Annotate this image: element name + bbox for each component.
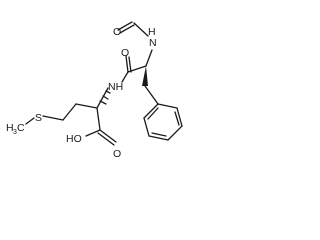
ring-inner-1 bbox=[174, 111, 180, 126]
bond-cg-s-met bbox=[42, 115, 64, 121]
bond-c-o-acid-double bbox=[97, 132, 115, 146]
bond-ca-cooh bbox=[96, 107, 101, 131]
ring-bond-4 bbox=[148, 135, 169, 141]
bond-n-ca-phe bbox=[145, 49, 153, 67]
ring-bond-5 bbox=[143, 117, 150, 137]
bond-c-nh bbox=[121, 71, 129, 83]
bond-c-oh bbox=[85, 129, 101, 137]
atom-s: S bbox=[35, 112, 42, 124]
atom-h-formyl: H bbox=[148, 26, 156, 38]
formyl-nh: N H bbox=[148, 26, 157, 49]
ring-bond-2 bbox=[176, 107, 183, 127]
phenyl-ring bbox=[143, 103, 183, 141]
wedge-ca-cb-phe bbox=[142, 66, 148, 86]
bond-formyl-c-o-double bbox=[119, 24, 135, 34]
atom-h3c-c: C bbox=[17, 122, 25, 134]
ring-inner-2 bbox=[151, 132, 167, 137]
bond-formyl-c-o bbox=[117, 21, 133, 31]
atom-nh-amide: NH bbox=[108, 81, 123, 93]
atom-o-amide: O bbox=[121, 47, 129, 59]
hash-wedge bbox=[99, 90, 111, 105]
ring-bond-6 bbox=[143, 103, 159, 119]
structure-svg: O N H O NH bbox=[6, 21, 183, 160]
bond-s-ch3 bbox=[25, 117, 35, 125]
atom-o-formyl: O bbox=[113, 26, 121, 38]
molecule-diagram: O N H O NH bbox=[0, 0, 201, 184]
atom-h3c-sub: 3 bbox=[13, 129, 17, 136]
ring-bond-3 bbox=[167, 125, 183, 141]
atom-h3c-h: H bbox=[6, 122, 14, 134]
ring-bond-1 bbox=[157, 103, 178, 109]
bond-cb-cg-met bbox=[62, 103, 77, 121]
atom-n-formyl: N bbox=[149, 37, 157, 49]
atom-o-acid: O bbox=[113, 148, 121, 160]
bond-cb-ring bbox=[144, 85, 159, 105]
formyl-group: O bbox=[113, 21, 149, 38]
bond-c-o-acid bbox=[99, 129, 117, 143]
ring-inner-3 bbox=[147, 107, 159, 120]
bond-ca-cb-met bbox=[75, 103, 98, 109]
atom-ho: HO bbox=[66, 133, 82, 145]
bond-formyl-c-n bbox=[133, 22, 149, 37]
methyl-label: H 3 C bbox=[6, 122, 25, 136]
met-backbone: S H 3 C O HO bbox=[6, 87, 121, 160]
bond-c-o-amide bbox=[125, 55, 129, 73]
phe-backbone: O NH bbox=[108, 47, 159, 105]
bond-c-o-amide-double bbox=[128, 56, 132, 73]
